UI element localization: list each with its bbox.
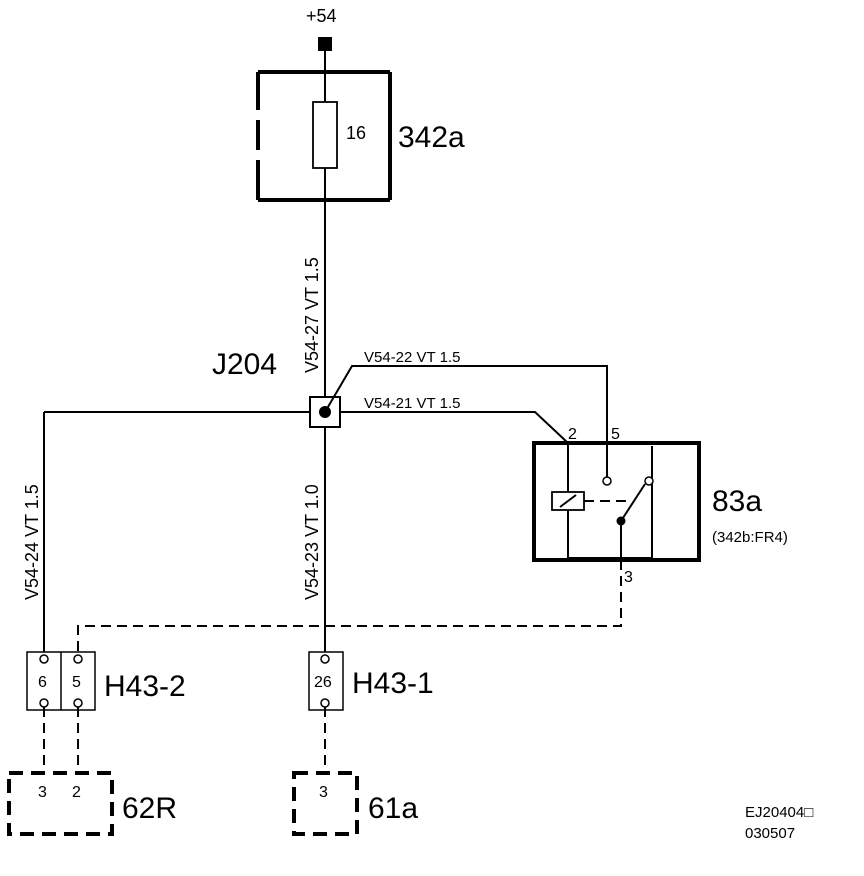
connector-h43-1: 26 H43-1 — [308, 651, 434, 711]
wire-label-v54-21: V54-21 VT 1.5 — [364, 395, 460, 412]
component-61a: 3 61a — [292, 771, 418, 836]
relay-pin-5-label: 5 — [611, 426, 620, 443]
junction-id: J204 — [212, 348, 277, 381]
h43-2-pin-6: 6 — [38, 674, 47, 691]
relay-id: 83a — [712, 485, 762, 518]
wire-label-v54-27: V54-27 VT 1.5 — [302, 257, 322, 373]
wire-label-v54-23: V54-23 VT 1.0 — [302, 484, 322, 600]
wire-v54-22 — [324, 365, 608, 477]
relay-pin-3-label: 3 — [624, 569, 633, 586]
connector-h43-2: 6 5 H43-2 — [26, 651, 186, 711]
supply-label: +54 — [306, 6, 337, 26]
diagram-code: EJ20404□ — [745, 804, 813, 821]
h43-1-pin-26: 26 — [314, 674, 332, 691]
component-62r: 3 2 62R — [7, 771, 177, 836]
fuse-element — [312, 101, 338, 169]
62r-pin-2: 2 — [72, 784, 81, 801]
relay-switch-arm — [620, 483, 646, 522]
relay-location: (342b:FR4) — [712, 529, 788, 546]
62r-pin-3: 3 — [38, 784, 47, 801]
fuse-value: 16 — [346, 123, 366, 143]
61a-pin-3: 3 — [319, 784, 328, 801]
relay-contact-nc — [644, 476, 654, 486]
wire-label-v54-22: V54-22 VT 1.5 — [364, 349, 460, 366]
wire-relay-pin3 — [77, 560, 622, 652]
wire-v54-21 — [340, 411, 569, 444]
h43-2-id: H43-2 — [104, 670, 186, 703]
h43-1-id: H43-1 — [352, 667, 434, 700]
relay-contact-5 — [602, 476, 612, 486]
62r-id: 62R — [122, 792, 177, 825]
fuse-box-id: 342a — [398, 121, 465, 154]
61a-id: 61a — [368, 792, 418, 825]
h43-2-pin-5: 5 — [72, 674, 81, 691]
wire-label-v54-24: V54-24 VT 1.5 — [22, 484, 42, 600]
diagram-date: 030507 — [745, 825, 795, 842]
supply-terminal — [318, 37, 332, 51]
relay-pin-2-label: 2 — [568, 426, 577, 443]
relay-83a: 2 5 3 83a (342b:FR4) — [532, 426, 788, 586]
fuse-box-342a: 16 342a — [256, 70, 465, 202]
